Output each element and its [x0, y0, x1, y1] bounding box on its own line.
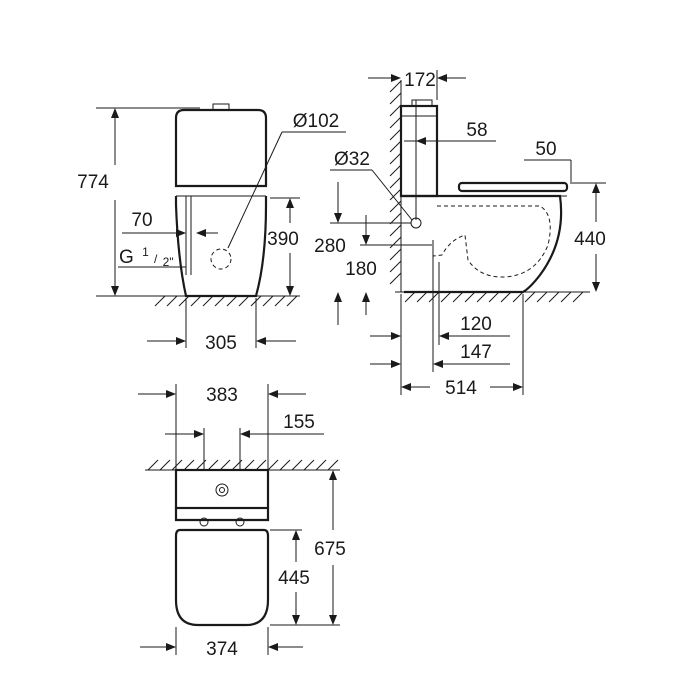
front-floor-hatch — [154, 295, 298, 307]
thread-frac-num: 1 — [142, 245, 149, 259]
dim-383: 383 — [206, 385, 238, 406]
dim-70: 70 — [131, 210, 152, 231]
side-wall-hatch — [389, 80, 402, 285]
dim-280: 280 — [314, 236, 346, 257]
front-view: 774 70 G 1 / 2" Ø102 390 305 — [77, 103, 346, 354]
dim-58: 58 — [466, 120, 487, 141]
thread-main: G — [119, 247, 134, 268]
front-outlet-circle — [210, 248, 232, 270]
dim-514: 514 — [445, 378, 477, 399]
top-view: 383 155 675 445 374 — [138, 384, 346, 660]
thread-label: G 1 / 2" — [119, 240, 174, 269]
top-tank — [174, 468, 270, 510]
side-bowl — [401, 194, 563, 294]
side-view: 172 58 50 Ø32 280 180 440 120 147 514 — [314, 70, 606, 399]
dim-o32: Ø32 — [334, 149, 370, 170]
top-seat — [174, 528, 270, 627]
dim-774: 774 — [77, 172, 109, 193]
dim-390: 390 — [267, 229, 299, 250]
dim-374: 374 — [206, 639, 238, 660]
dim-172: 172 — [404, 70, 436, 91]
dim-675: 675 — [314, 539, 346, 560]
dim-155: 155 — [283, 412, 315, 433]
side-trapway — [432, 205, 551, 292]
dim-o102: Ø102 — [293, 111, 339, 132]
dim-445: 445 — [278, 568, 310, 589]
dim-180: 180 — [345, 259, 377, 280]
dim-120: 120 — [460, 314, 492, 335]
side-seat — [457, 181, 569, 193]
front-bowl — [174, 196, 268, 298]
thread-frac-den: 2" — [163, 255, 174, 269]
top-flush-button — [215, 483, 229, 497]
dim-440: 440 — [574, 229, 606, 250]
side-tank — [399, 104, 439, 198]
front-tank — [174, 108, 268, 188]
dim-147: 147 — [460, 342, 492, 363]
dim-305: 305 — [205, 333, 237, 354]
dim-50: 50 — [535, 139, 556, 160]
side-floor-hatch — [404, 291, 584, 303]
